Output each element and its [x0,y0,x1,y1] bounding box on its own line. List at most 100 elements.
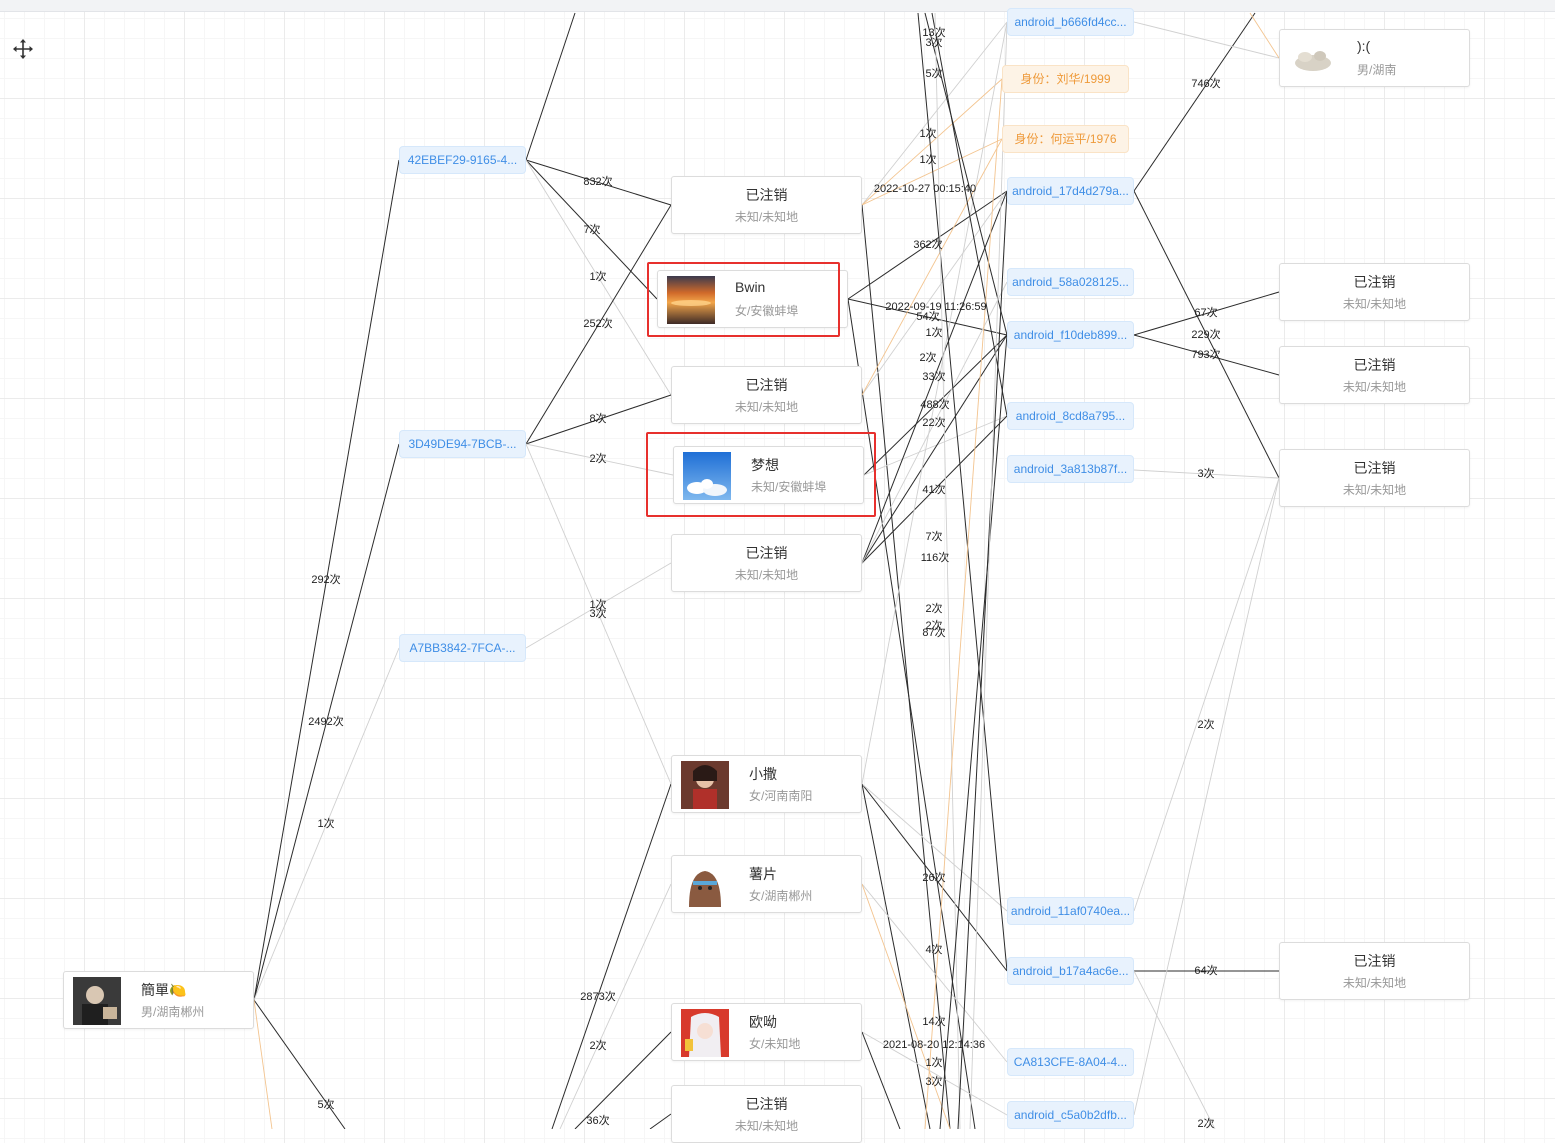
edge-label: 2次 [919,352,937,364]
person-node-shupian[interactable]: 薯片 女/湖南郴州 [671,855,862,913]
edge-label: 1次 [317,818,335,830]
edge-line [861,1031,1008,1116]
edge-line [525,443,672,785]
id-node-3d49de94[interactable]: 3D49DE94-7BCB-... [399,430,526,458]
edge-label: 2873次 [580,991,616,1003]
person-info: 男/湖南 [1357,63,1397,77]
edge-line [861,783,1008,972]
person-name: 已注销 [745,377,788,393]
edge-line [1133,334,1280,376]
person-name: 小撒 [749,766,777,782]
id-node-android-3a813b87f[interactable]: android_3a813b87f... [1007,455,1134,483]
edge-line [525,394,672,445]
person-name: 欧呦 [749,1014,777,1030]
move-icon-glyph [13,39,33,59]
edge-label: 4次 [925,944,943,956]
person-node-bwin[interactable]: Bwin 女/安徽蚌埠 [657,270,848,328]
id-node-a7bb3842[interactable]: A7BB3842-7FCA-... [399,634,526,662]
highlight-box-mengxiang [646,432,876,517]
edge-label: 1次 [925,327,943,339]
costume-girl-avatar [681,761,729,809]
id-node-android-58a028125[interactable]: android_58a028125... [1007,268,1134,296]
id-node-android-11af0740ea[interactable]: android_11af0740ea... [1007,897,1134,925]
identity-tag-liuhua[interactable]: 身份：刘华/1999 [1002,65,1129,93]
person-node-ouyou[interactable]: 欧呦 女/未知地 [671,1003,862,1061]
id-node-ca813cfe[interactable]: CA813CFE-8A04-4... [1007,1048,1134,1076]
person-name: 已注销 [1353,953,1396,969]
id-node-42ebef29[interactable]: 42EBEF29-9165-4... [399,146,526,174]
person-name: 已注销 [745,1096,788,1112]
edge-line [525,159,658,300]
edge-label: 3次 [925,1076,943,1088]
edge-line [861,281,1008,564]
edge-line [861,883,951,1129]
edge-line [861,21,1008,206]
person-info: 未知/未知地 [1342,976,1407,990]
person-node-xiaosa[interactable]: 小撒 女/河南南阳 [671,755,862,813]
person-info: 未知/未知地 [734,1119,799,1133]
edge-line [1133,190,1280,479]
edge-line [861,190,1008,564]
person-node-frown[interactable]: ):( 男/湖南 [1279,29,1470,87]
edge-line [939,334,1008,1129]
person-node-mengxiang[interactable]: 梦想 未知/安徽蚌埠 [673,446,864,504]
edge-label: 5次 [925,68,943,80]
person-node-deregistered-6[interactable]: 已注销 未知/未知地 [1279,346,1470,404]
person-node-deregistered-7[interactable]: 已注销 未知/未知地 [1279,449,1470,507]
edge-line [1133,477,1280,1116]
edge-label: 252次 [583,318,613,330]
id-node-android-17d4d279a[interactable]: android_17d4d279a... [1007,177,1134,205]
person-name: 已注销 [745,187,788,203]
person-info: 女/安徽蚌埠 [735,304,799,318]
person-node-deregistered-3[interactable]: 已注销 未知/未知地 [671,534,862,592]
id-node-android-8cd8a795[interactable]: android_8cd8a795... [1007,402,1134,430]
edge-line [957,190,1008,1129]
person-node-deregistered-8[interactable]: 已注销 未知/未知地 [1279,942,1470,1000]
person-node-jiandan[interactable]: 簡單🍋 男/湖南郴州 [63,971,254,1029]
person-node-deregistered-2[interactable]: 已注销 未知/未知地 [671,366,862,424]
identity-tag-heyunping[interactable]: 身份：何运平/1976 [1002,125,1129,153]
edge-line [551,783,672,1129]
edge-label: 2022-10-27 00:15:40 [873,183,977,195]
edge-line [253,647,400,1001]
person-node-deregistered-5[interactable]: 已注销 未知/未知地 [1279,263,1470,321]
person-name: ):( [1357,38,1371,54]
id-node-android-b17a4ac6e[interactable]: android_b17a4ac6e... [1007,957,1134,985]
edge-label: 2492次 [308,716,344,728]
id-node-android-b666fd4cc[interactable]: android_b666fd4cc... [1007,8,1134,36]
person-info: 男/湖南郴州 [141,1005,205,1019]
person-node-deregistered-1[interactable]: 已注销 未知/未知地 [671,176,862,234]
edge-label: 1次 [589,599,607,611]
edge-label: 2次 [589,453,607,465]
edge-line [861,190,1008,396]
edge-label: 7次 [583,224,601,236]
edge-label: 8次 [589,413,607,425]
sunset-photo-avatar [667,276,715,324]
edge-line [253,999,273,1129]
edge-label: 3次 [925,37,943,49]
edge-line [861,138,1003,206]
edge-label: 64次 [1194,965,1218,977]
edge-label: 793次 [1191,349,1221,361]
id-node-android-c5a0b2dfb[interactable]: android_c5a0b2dfb... [1007,1101,1134,1129]
edge-label: 362次 [913,239,943,251]
edge-line [525,562,672,649]
edge-line [1133,469,1280,479]
person-info: 未知/未知地 [1342,297,1407,311]
person-node-deregistered-4[interactable]: 已注销 未知/未知地 [671,1085,862,1143]
edge-line [924,12,1008,336]
edge-line [861,21,1008,785]
edge-label: 54次 [916,311,940,323]
edge-label: 13次 [922,27,946,39]
edge-line [934,12,961,1129]
id-node-android-f10deb899[interactable]: android_f10deb899... [1007,321,1134,349]
person-name: 已注销 [1353,460,1396,476]
person-name: 已注销 [1353,357,1396,373]
edge-line [924,78,1003,1129]
person-name: 簡單🍋 [141,982,187,998]
top-toolbar-strip [0,0,1555,12]
move-icon[interactable] [12,38,34,60]
person-info: 女/河南南阳 [749,789,813,803]
edge-label: 2次 [1197,1118,1215,1130]
